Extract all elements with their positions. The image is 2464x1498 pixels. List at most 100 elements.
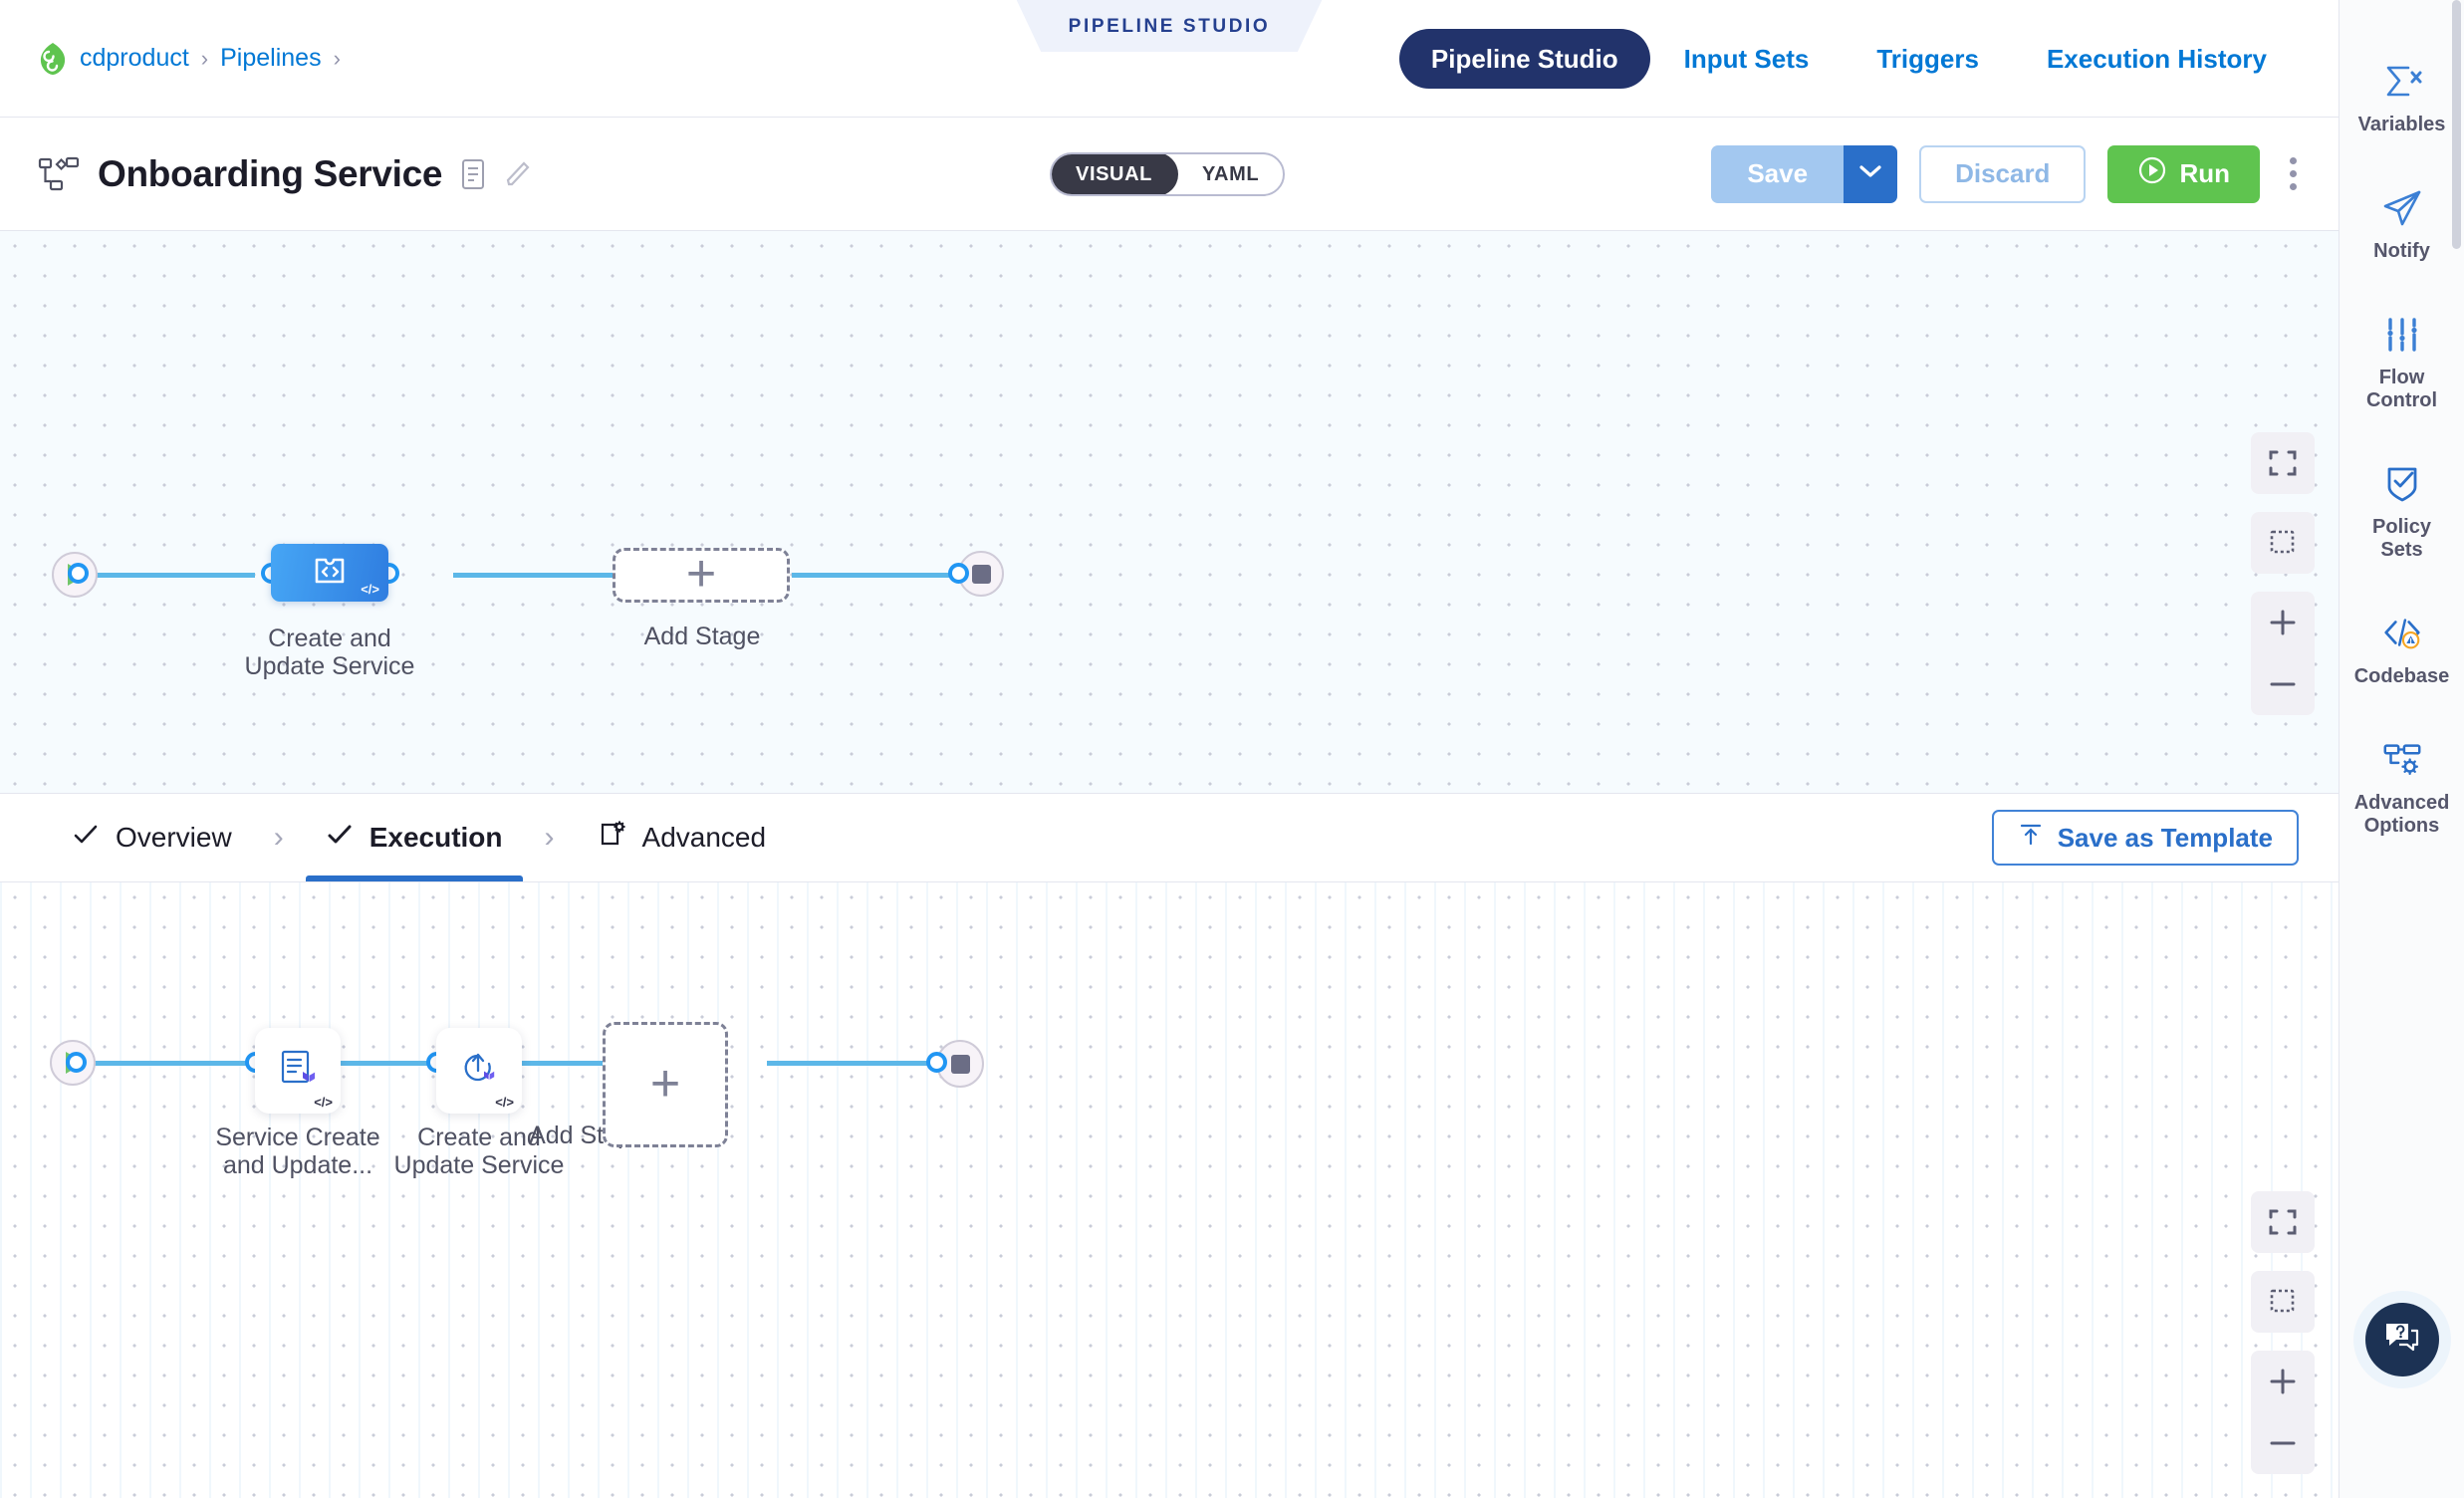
rail-item-policy-sets[interactable]: Policy Sets (2340, 438, 2464, 588)
tab-input-sets[interactable]: Input Sets (1683, 43, 1810, 74)
save-button[interactable]: Save (1711, 144, 1845, 203)
template-code-icon (310, 551, 350, 596)
step1-code-badge: </> (314, 1095, 333, 1110)
stage-label-line1: Create and (268, 624, 391, 652)
code-brackets-warning-icon (2380, 612, 2424, 655)
edge-addstage-to-end (792, 573, 976, 578)
tab-pipeline-studio[interactable]: Pipeline Studio (1398, 28, 1650, 89)
tab-advanced[interactable]: Advanced (569, 794, 795, 881)
page-scrollbar-thumb[interactable] (2452, 0, 2461, 249)
paper-plane-notify-icon (2380, 186, 2424, 230)
pipeline-end-node (958, 551, 1004, 597)
run-button-label: Run (2179, 158, 2230, 188)
start-port[interactable] (68, 563, 89, 584)
rail-label-policy-line1: Policy (2372, 516, 2431, 538)
pencil-edit-icon[interactable] (504, 158, 530, 190)
tab-advanced-label: Advanced (641, 822, 767, 853)
breadcrumb-item-cdproduct[interactable]: cdproduct (80, 44, 189, 72)
zoom-in-button[interactable] (2251, 1351, 2315, 1412)
tab-execution-label: Execution (369, 822, 503, 853)
stop-end-node-icon (950, 1054, 970, 1074)
rail-label-flow-line2: Control (2365, 389, 2438, 411)
step2-code-badge: </> (495, 1095, 514, 1110)
save-button-group: Save (1711, 144, 1898, 203)
check-icon (326, 821, 354, 856)
help-chat-icon (2381, 1318, 2423, 1363)
rail-label-advanced-options: Advanced Options (2354, 792, 2450, 838)
pipeline-nodes-icon (38, 155, 80, 193)
stage-node-label: Create and Update Service (220, 624, 439, 680)
zoom-out-button[interactable] (2251, 653, 2315, 715)
step-node-service-create-and-update[interactable]: </> (255, 1028, 341, 1114)
edge-start-to-stage (76, 573, 255, 578)
toggle-visual[interactable]: VISUAL (1052, 153, 1178, 194)
rail-label-advanced-line1: Advanced (2353, 792, 2450, 814)
tab-overview-label: Overview (116, 822, 232, 853)
execution-start-port[interactable] (66, 1052, 87, 1073)
step1-label-line2: and Update... (222, 1150, 373, 1179)
top-nav-tabs: Pipeline Studio Input Sets Triggers Exec… (1398, 0, 2301, 117)
stage-code-badge: </> (361, 582, 379, 597)
page-title: Onboarding Service (98, 152, 443, 194)
add-stage-button[interactable]: + (613, 548, 790, 603)
zoom-in-button[interactable] (2251, 592, 2315, 653)
help-chat-button[interactable] (2364, 1303, 2439, 1376)
zoom-to-fit-button[interactable] (2251, 432, 2315, 494)
tab-execution[interactable]: Execution (298, 794, 531, 881)
save-dropdown-button[interactable] (1844, 144, 1898, 203)
description-icon[interactable] (460, 158, 486, 190)
zoom-out-button[interactable] (2251, 1412, 2315, 1474)
add-step-button[interactable]: + (603, 1022, 728, 1147)
right-rail: Variables Notify Flow (2339, 0, 2464, 1498)
advanced-options-gear-icon (2380, 738, 2424, 782)
visual-yaml-toggle[interactable]: VISUAL YAML (1050, 151, 1286, 196)
breadcrumb-item-pipelines[interactable]: Pipelines (220, 44, 322, 72)
run-button[interactable]: Run (2107, 144, 2260, 203)
box-select-button[interactable] (2251, 512, 2315, 574)
discard-button[interactable]: Discard (1919, 144, 2087, 203)
tab-execution-history[interactable]: Execution History (2046, 43, 2267, 74)
rail-label-policy-sets: Policy Sets (2372, 516, 2431, 562)
zoom-controls (2251, 1351, 2315, 1474)
breadcrumb-separator: › (200, 45, 209, 71)
edge-step1-to-step2 (264, 1061, 448, 1066)
title-left-group: Onboarding Service (0, 153, 530, 195)
rail-label-advanced-line2: Options (2363, 815, 2440, 837)
stage-node-create-and-update-service[interactable]: </> (271, 544, 388, 602)
pipeline-title-bar: Onboarding Service VISUAL YAML (0, 118, 2339, 231)
end-port[interactable] (948, 563, 969, 584)
step1-label: Service Create and Update... (188, 1124, 407, 1179)
terraform-plan-icon (275, 1046, 321, 1097)
stage-canvas[interactable]: </> Create and Update Service + Add Stag… (0, 231, 2339, 793)
edge-stage-to-addstage (453, 573, 613, 578)
execution-end-port[interactable] (926, 1052, 947, 1073)
edge-start-to-step1 (74, 1061, 263, 1066)
tab-triggers[interactable]: Triggers (1876, 43, 1979, 74)
step-node-create-and-update-service[interactable]: </> (436, 1028, 522, 1114)
edge-addstep-to-end (767, 1061, 946, 1066)
rail-label-codebase: Codebase (2353, 665, 2450, 687)
rail-label-flow-control: Flow Control (2366, 367, 2437, 412)
box-select-button[interactable] (2251, 1271, 2315, 1333)
rail-label-variables: Variables (2357, 114, 2446, 135)
tab-separator: › (544, 821, 555, 854)
tab-overview[interactable]: Overview (44, 794, 260, 881)
rail-item-codebase[interactable]: Codebase (2340, 588, 2464, 714)
rail-item-advanced-options[interactable]: Advanced Options (2340, 714, 2464, 864)
save-as-template-button[interactable]: Save as Template (1991, 810, 2299, 866)
shield-check-policy-icon (2380, 462, 2424, 506)
rail-item-flow-control[interactable]: Flow Control (2340, 289, 2464, 438)
rail-label-flow-line1: Flow (2378, 367, 2425, 388)
main-column: cdproduct › Pipelines › PIPELINE STUDIO … (0, 0, 2339, 1498)
execution-canvas[interactable]: </> Service Create and Update... </> (0, 882, 2339, 1498)
add-stage-label: Add Stage (643, 623, 761, 650)
zoom-controls (2251, 592, 2315, 715)
zoom-to-fit-button[interactable] (2251, 1191, 2315, 1253)
toggle-yaml[interactable]: YAML (1201, 162, 1260, 185)
rail-item-variables[interactable]: Variables (2340, 36, 2464, 162)
sliders-flow-control-icon (2380, 313, 2424, 357)
rail-label-notify: Notify (2373, 240, 2430, 262)
pipeline-studio-chip: PIPELINE STUDIO (1016, 0, 1323, 52)
rail-item-notify[interactable]: Notify (2340, 162, 2464, 289)
kebab-menu-icon[interactable] (2282, 151, 2305, 196)
